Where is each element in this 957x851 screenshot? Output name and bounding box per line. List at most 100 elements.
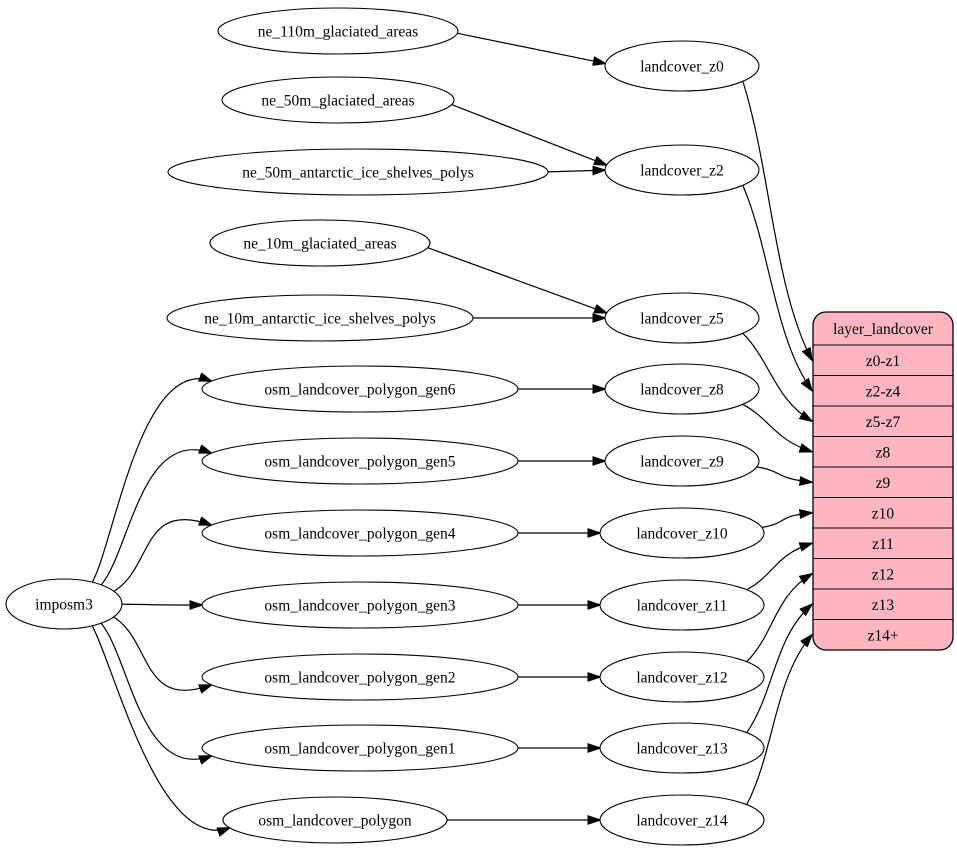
edge-imposm3-to-osm_landcover_polygon_gen5 (100, 450, 211, 586)
table-title: layer_landcover (833, 321, 934, 338)
node-label-landcover_z13: landcover_z13 (636, 741, 727, 758)
node-shape-osm_landcover_polygon_gen1 (201, 724, 519, 772)
edges-layer (91, 32, 812, 830)
table-layer_landcover: layer_landcover z0-z1 z2-z4 z5-z7 z8 z9 z10 z11… (812, 311, 954, 651)
node-landcover_z10: landcover_z10 (599, 507, 765, 559)
node-label-ne_10m_glaciated_areas: ne_10m_glaciated_areas (243, 236, 396, 253)
node-landcover_z5: landcover_z5 (604, 292, 760, 344)
node-shape-landcover_z8 (604, 363, 760, 415)
node-label-landcover_z8: landcover_z8 (640, 382, 724, 399)
node-label-ne_110m_glaciated_areas: ne_110m_glaciated_areas (258, 24, 418, 41)
edge-landcover_z11-to-z11 (746, 543, 812, 591)
node-osm_landcover_polygon_gen6: osm_landcover_polygon_gen6 (201, 365, 519, 413)
node-shape-landcover_z10 (599, 507, 765, 559)
table-row-label: z12 (872, 566, 894, 583)
node-label-landcover_z2: landcover_z2 (640, 163, 724, 180)
table-row-z0-z1: z0-z1 (866, 353, 900, 370)
edge-imposm3-to-osm_landcover_polygon (91, 625, 230, 830)
node-osm_landcover_polygon_gen2: osm_landcover_polygon_gen2 (201, 653, 519, 701)
node-osm_landcover_polygon: osm_landcover_polygon (222, 796, 448, 844)
node-landcover_z9: landcover_z9 (604, 435, 760, 487)
table-row-z12: z12 (872, 566, 894, 583)
node-label-landcover_z11: landcover_z11 (637, 598, 728, 615)
edge-landcover_z12-to-z12 (746, 574, 812, 663)
table-row-label: z0-z1 (866, 353, 900, 370)
edge-ne_50m_antarctic_ice_shelves_polys-to-landcover_z2 (547, 170, 605, 172)
node-shape-osm_landcover_polygon_gen6 (201, 365, 519, 413)
node-landcover_z11: landcover_z11 (599, 579, 765, 631)
edge-landcover_z9-to-z9 (756, 466, 812, 482)
node-shape-ne_50m_antarctic_ice_shelves_polys (167, 148, 549, 196)
node-landcover_z12: landcover_z12 (599, 651, 765, 703)
node-osm_landcover_polygon_gen1: osm_landcover_polygon_gen1 (201, 724, 519, 772)
edge-imposm3-to-osm_landcover_polygon_gen1 (100, 622, 211, 759)
node-label-osm_landcover_polygon_gen5: osm_landcover_polygon_gen5 (264, 454, 455, 471)
node-landcover_z14: landcover_z14 (599, 794, 765, 846)
node-label-osm_landcover_polygon_gen6: osm_landcover_polygon_gen6 (264, 382, 455, 399)
node-ne_110m_glaciated_areas: ne_110m_glaciated_areas (217, 7, 459, 55)
table-row-label: z11 (872, 536, 894, 553)
node-ne_10m_glaciated_areas: ne_10m_glaciated_areas (209, 219, 431, 267)
node-shape-landcover_z9 (604, 435, 760, 487)
table-row-z11: z11 (872, 536, 894, 553)
node-osm_landcover_polygon_gen4: osm_landcover_polygon_gen4 (201, 509, 519, 557)
node-shape-landcover_z5 (604, 292, 760, 344)
node-label-landcover_z0: landcover_z0 (640, 59, 724, 76)
table-row-z5-z7: z5-z7 (866, 414, 901, 431)
table-row-z8: z8 (876, 444, 891, 461)
node-shape-landcover_z2 (604, 144, 760, 196)
node-shape-ne_110m_glaciated_areas (217, 7, 459, 55)
edge-landcover_z2-to-z2-z4 (742, 185, 812, 390)
node-landcover_z13: landcover_z13 (599, 722, 765, 774)
table-row-z14+: z14+ (867, 627, 898, 644)
node-label-landcover_z12: landcover_z12 (636, 670, 727, 687)
node-shape-landcover_z13 (599, 722, 765, 774)
edge-ne_10m_glaciated_areas-to-landcover_z5 (427, 247, 607, 313)
node-shape-imposm3 (5, 578, 123, 630)
node-label-ne_50m_antarctic_ice_shelves_polys: ne_50m_antarctic_ice_shelves_polys (242, 165, 474, 182)
node-landcover_z0: landcover_z0 (604, 40, 760, 92)
edge-landcover_z14-to-z14+ (746, 635, 812, 805)
node-label-landcover_z5: landcover_z5 (640, 311, 724, 328)
table-row-z10: z10 (872, 505, 895, 522)
node-shape-ne_50m_glaciated_areas (221, 76, 455, 124)
edge-imposm3-to-osm_landcover_polygon_gen6 (91, 379, 211, 583)
node-shape-osm_landcover_polygon_gen5 (201, 437, 519, 485)
table-outline (812, 311, 954, 651)
node-ne_50m_antarctic_ice_shelves_polys: ne_50m_antarctic_ice_shelves_polys (167, 148, 549, 196)
node-osm_landcover_polygon_gen3: osm_landcover_polygon_gen3 (201, 581, 519, 629)
node-shape-landcover_z0 (604, 40, 760, 92)
edge-landcover_z5-to-z5-z7 (742, 332, 812, 421)
table-row-label: z2-z4 (866, 383, 901, 400)
node-label-ne_10m_antarctic_ice_shelves_polys: ne_10m_antarctic_ice_shelves_polys (204, 311, 436, 328)
node-shape-landcover_z12 (599, 651, 765, 703)
node-shape-osm_landcover_polygon_gen3 (201, 581, 519, 629)
table-row-z9: z9 (876, 475, 891, 492)
edge-ne_50m_glaciated_areas-to-landcover_z2 (451, 104, 607, 165)
node-shape-ne_10m_antarctic_ice_shelves_polys (166, 294, 474, 342)
node-landcover_z2: landcover_z2 (604, 144, 760, 196)
table-row-z13: z13 (872, 597, 895, 614)
table-layer: layer_landcover z0-z1 z2-z4 z5-z7 z8 z9 z10 z11… (812, 311, 954, 651)
node-ne_10m_antarctic_ice_shelves_polys: ne_10m_antarctic_ice_shelves_polys (166, 294, 474, 342)
node-label-landcover_z9: landcover_z9 (640, 454, 724, 471)
table-row-label: z9 (876, 475, 891, 492)
edge-landcover_z10-to-z10 (761, 513, 812, 529)
node-label-osm_landcover_polygon_gen1: osm_landcover_polygon_gen1 (264, 741, 455, 758)
edge-imposm3-to-osm_landcover_polygon_gen2 (113, 616, 212, 690)
edge-landcover_z13-to-z13 (746, 604, 812, 734)
node-shape-osm_landcover_polygon (222, 796, 448, 844)
node-shape-ne_10m_glaciated_areas (209, 219, 431, 267)
node-label-landcover_z14: landcover_z14 (636, 813, 727, 830)
node-label-osm_landcover_polygon_gen4: osm_landcover_polygon_gen4 (264, 526, 455, 543)
edge-imposm3-to-osm_landcover_polygon_gen3 (121, 604, 202, 605)
table-row-z2-z4: z2-z4 (866, 383, 901, 400)
nodes-layer: imposm3ne_110m_glaciated_areasne_50m_gla… (5, 7, 765, 846)
node-shape-osm_landcover_polygon_gen2 (201, 653, 519, 701)
table-row-label: z8 (876, 444, 891, 461)
node-shape-landcover_z14 (599, 794, 765, 846)
node-label-imposm3: imposm3 (35, 597, 93, 614)
node-label-landcover_z10: landcover_z10 (636, 526, 727, 543)
